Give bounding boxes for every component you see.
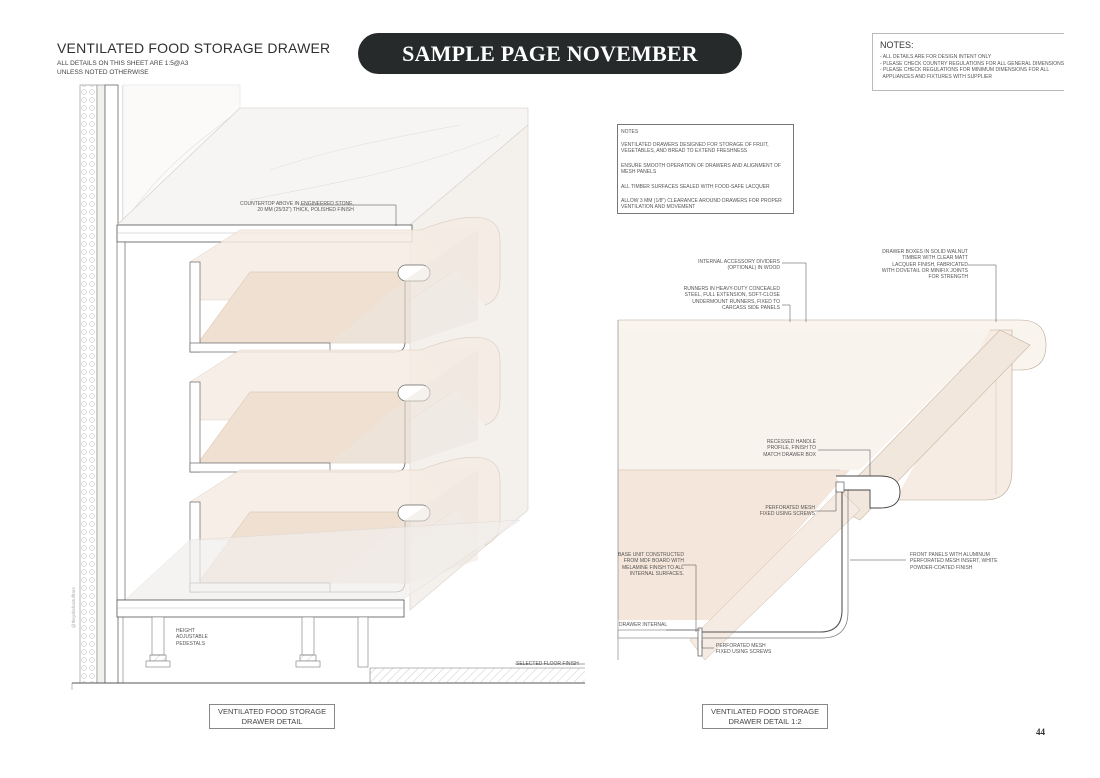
left-detail-drawing [71,84,585,690]
watermark-text: @theydrafrastuffmrs [71,587,76,628]
subtitle-line-2: UNLESS NOTED OTHERWISE [57,69,149,76]
general-notes-lines: - ALL DETAILS ARE FOR DESIGN INTENT ONLY… [880,54,1065,80]
detail-notes-heading: NOTES [621,129,639,135]
label-drawer-boxes: DRAWER BOXES IN SOLID WALNUT TIMBER WITH… [881,249,968,281]
label-mesh-bottom: PERFORATED MESH FIXED USING SCREWS [716,643,772,656]
label-runners: RUNNERS IN HEAVY-DUTY CONCEALED STEEL, F… [683,286,780,311]
detail-notes-box: NOTES VENTILATED DRAWERS DESIGNED FOR ST… [617,124,794,214]
detail-note-4: ALLOW 3 MM (1/8") CLEARANCE AROUND DRAWE… [621,198,782,211]
label-mesh-top: PERFORATED MESH FIXED USING SCREWS [759,505,815,518]
label-floor-finish: SELECTED FLOOR FINISH [516,661,579,667]
page-number: 44 [1036,727,1045,737]
label-dividers: INTERNAL ACCESSORY DIVIDERS (OPTIONAL) I… [698,259,780,272]
label-handle: RECESSED HANDLE PROFILE, FINISH TO MATCH… [763,439,816,458]
subtitle-line-1: ALL DETAILS ON THIS SHEET ARE 1:5@A3 [57,60,189,67]
right-detail-drawing [617,262,1047,661]
caption-left: VENTILATED FOOD STORAGE DRAWER DETAIL [209,704,336,729]
drawer-2-drawing [189,336,501,473]
pedestals-drawing [145,616,369,668]
general-notes-heading: NOTES: [880,40,914,50]
label-base-unit: BASE UNIT CONSTRUCTED FROM MDF BOARD WIT… [617,552,684,577]
label-drawer-internal: DRAWER INTERNAL [619,622,668,628]
sheet-subtitle: ALL DETAILS ON THIS SHEET ARE 1:5@A3 UNL… [57,59,188,77]
label-pedestals: HEIGHT ADJUSTABLE PEDESTALS [176,628,208,647]
general-notes-box: NOTES: - ALL DETAILS ARE FOR DESIGN INTE… [872,33,1064,91]
caption-right: VENTILATED FOOD STORAGE DRAWER DETAIL 1:… [702,704,829,729]
sample-banner: SAMPLE PAGE NOVEMBER [358,33,742,74]
label-front-panels: FRONT PANELS WITH ALUMINUM PERFORATED ME… [910,552,998,571]
detail-note-1: VENTILATED DRAWERS DESIGNED FOR STORAGE … [621,142,769,155]
sheet-title: VENTILATED FOOD STORAGE DRAWER [57,40,331,56]
label-countertop: COUNTERTOP ABOVE IN ENGINEERED STONE, 20… [240,201,354,214]
detail-note-2: ENSURE SMOOTH OPERATION OF DRAWERS AND A… [621,163,781,176]
drawer-1-drawing [189,216,501,353]
detail-note-3: ALL TIMBER SURFACES SEALED WITH FOOD-SAF… [621,184,770,190]
